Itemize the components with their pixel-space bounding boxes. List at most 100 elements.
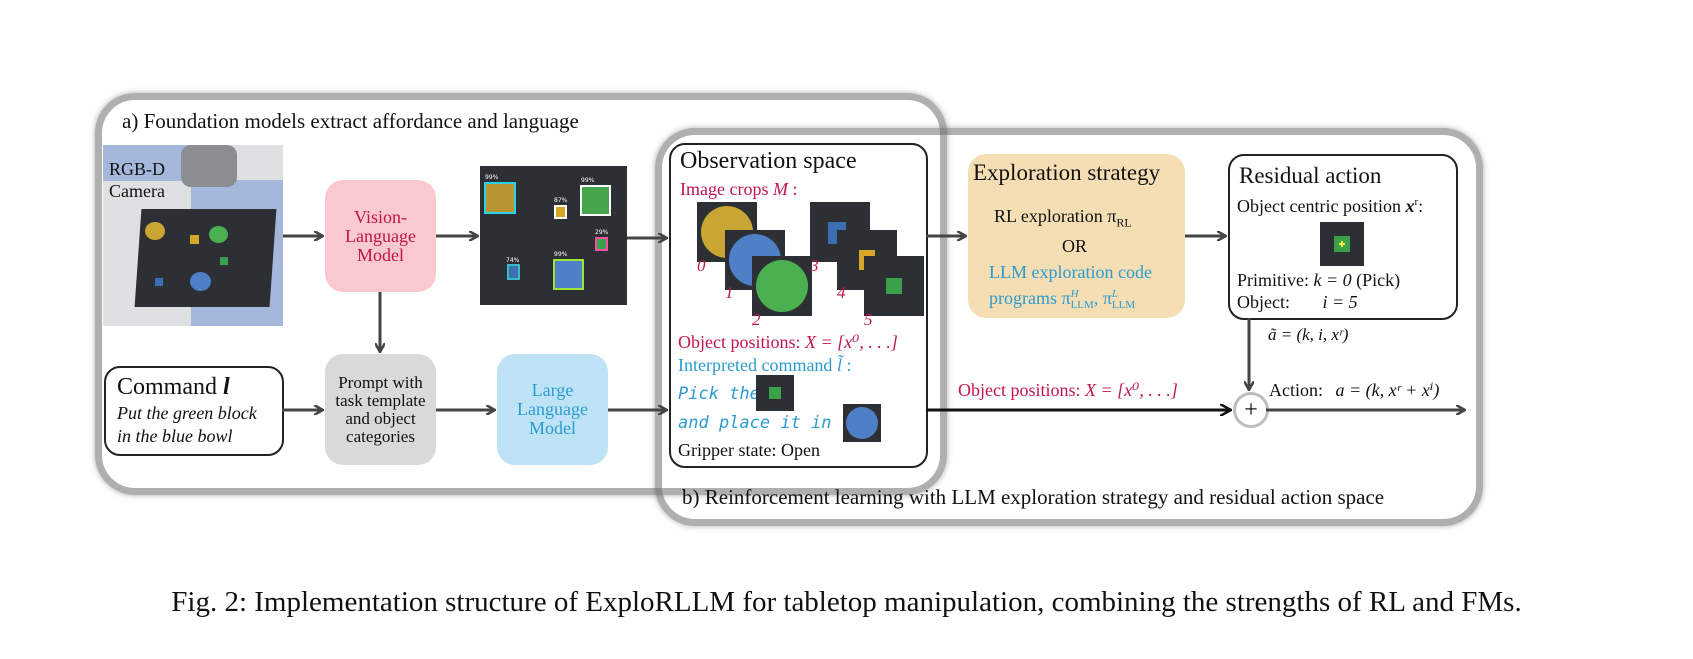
detection-label: 99% (581, 177, 595, 184)
bottom-object-positions-expr: X = [x⁰, . . .] (1085, 380, 1178, 400)
crop-green-bowl (752, 256, 812, 316)
crop-index: 0 (697, 256, 706, 275)
green-bowl (209, 226, 228, 243)
detection-label: 99% (485, 174, 499, 181)
vlm-line1: Vision- (354, 206, 407, 227)
command-symbol: l (223, 374, 230, 400)
vision-language-model-box: Vision- Language Model (325, 180, 436, 292)
crop-green-block (864, 256, 924, 316)
llm-sup-h: H (1070, 287, 1079, 300)
command-title-text: Command (117, 374, 217, 400)
rl-exploration-sub: RL (1116, 215, 1132, 230)
residual-title: Residual action (1239, 163, 1382, 188)
object-label: Object: (1237, 292, 1290, 312)
image-crops-symbol: M (772, 179, 788, 199)
command-text-line1: Put the green block (117, 403, 257, 423)
llm-exploration-line1: LLM exploration code (989, 262, 1152, 282)
llm-line2: Language (517, 399, 588, 419)
detection-label: 74% (506, 257, 520, 264)
detection-box-blue-bowl (553, 259, 584, 290)
interpreted-command-text: Interpreted command (678, 355, 833, 375)
bottom-object-positions: Object positions: X = [x⁰, . . .] (958, 380, 1178, 401)
observation-title: Observation space (680, 148, 857, 174)
residual-marker (1341, 241, 1343, 247)
llm-programs-text: programs π (989, 288, 1071, 308)
object-centric-label: Object centric position xr: (1237, 196, 1424, 216)
image-crops-text: Image crops (680, 179, 769, 199)
object-centric-sup: r (1414, 196, 1419, 208)
detection-box-pink-block (595, 237, 608, 251)
place-object-crop (843, 404, 881, 442)
command-text-line2: in the blue bowl (117, 426, 233, 446)
exploration-or: OR (1062, 236, 1088, 256)
object-value: i = 5 (1322, 292, 1358, 312)
vlm-line2: Language (345, 225, 416, 246)
crop-block-shape (886, 278, 902, 294)
crop-block-shape (859, 250, 875, 260)
region-a-label: a) Foundation models extract affordance … (122, 109, 579, 133)
yellow-block (190, 235, 199, 244)
prompt-box: Prompt with task template and object cat… (325, 354, 436, 465)
figure-caption: Fig. 2: Implementation structure of Expl… (171, 586, 1522, 618)
crop-bowl-shape (846, 407, 878, 439)
exploration-title: Exploration strategy (973, 160, 1161, 185)
large-language-model-box: Large Language Model (497, 354, 608, 465)
crop-index: 1 (725, 283, 734, 302)
prompt-line2: task template (335, 390, 426, 410)
detection-label: 99% (554, 251, 568, 258)
interpreted-command-label: Interpreted command l̃ : (678, 355, 852, 375)
detection-label: 87% (554, 197, 568, 204)
rl-exploration: RL exploration πRL (994, 206, 1132, 231)
detection-label: 29% (595, 229, 609, 236)
detection-image: 99% 99% 87% 29% 74% 99% (480, 166, 627, 305)
vlm-line3: Model (357, 244, 404, 265)
residual-tuple: ã = (k, i, xʳ) (1268, 325, 1349, 344)
llm-sub-2: LLM (1111, 298, 1136, 311)
action-expr: a = (k, xʳ + xⁱ) (1335, 380, 1440, 400)
green-block (220, 257, 228, 265)
region-a-foundation-models (95, 93, 947, 495)
pick-object-crop (756, 375, 794, 411)
robot-gripper (181, 145, 237, 187)
crop-block-shape (859, 250, 867, 270)
detection-box-blue-block (507, 264, 520, 280)
object-centric-text: Object centric position (1237, 196, 1401, 216)
llm-sep: , π (1093, 288, 1112, 308)
camera-image (103, 145, 283, 326)
command-box (104, 366, 284, 456)
object-positions-label: Object positions: X = [x⁰, . . .] (678, 332, 898, 353)
llm-line1: Large (531, 380, 574, 400)
primitive-value: k = 0 (1313, 270, 1352, 290)
rl-exploration-text: RL exploration π (994, 206, 1117, 226)
image-crops-label: Image crops M : (680, 179, 798, 199)
place-text: and place it in the (678, 413, 873, 433)
blue-bowl (190, 272, 211, 291)
crop-index: 4 (837, 283, 846, 302)
camera-shading-top (103, 145, 195, 181)
object-positions-text: Object positions: (678, 332, 801, 352)
pick-text: Pick the (678, 384, 760, 404)
blue-block (155, 278, 163, 286)
detection-box-green-bowl (580, 185, 611, 216)
sum-plus: + (1244, 397, 1258, 423)
crop-bowl-shape (756, 260, 808, 312)
detection-box-yellow-block (554, 205, 567, 219)
camera-label-line1: RGB-D (109, 159, 166, 179)
primitive-note: (Pick) (1356, 270, 1401, 290)
crop-index: 5 (864, 310, 873, 329)
object-positions-expr: X = [x⁰, . . .] (805, 332, 898, 352)
primitive-row: Primitive: k = 0 (Pick) (1237, 270, 1400, 291)
primitive-label: Primitive: (1237, 270, 1309, 290)
crop-index: 2 (752, 310, 761, 329)
interpreted-command-symbol: l̃ (836, 355, 842, 375)
region-b-label: b) Reinforcement learning with LLM explo… (682, 485, 1385, 509)
bottom-object-positions-text: Object positions: (958, 380, 1081, 400)
camera-label-line2: Camera (109, 181, 165, 201)
residual-crop (1320, 222, 1364, 266)
object-centric-symbol: x (1405, 196, 1415, 216)
object-row: Object: i = 5 (1237, 292, 1358, 313)
exploration-strategy-box (968, 154, 1185, 318)
command-title: Command l (117, 374, 230, 401)
